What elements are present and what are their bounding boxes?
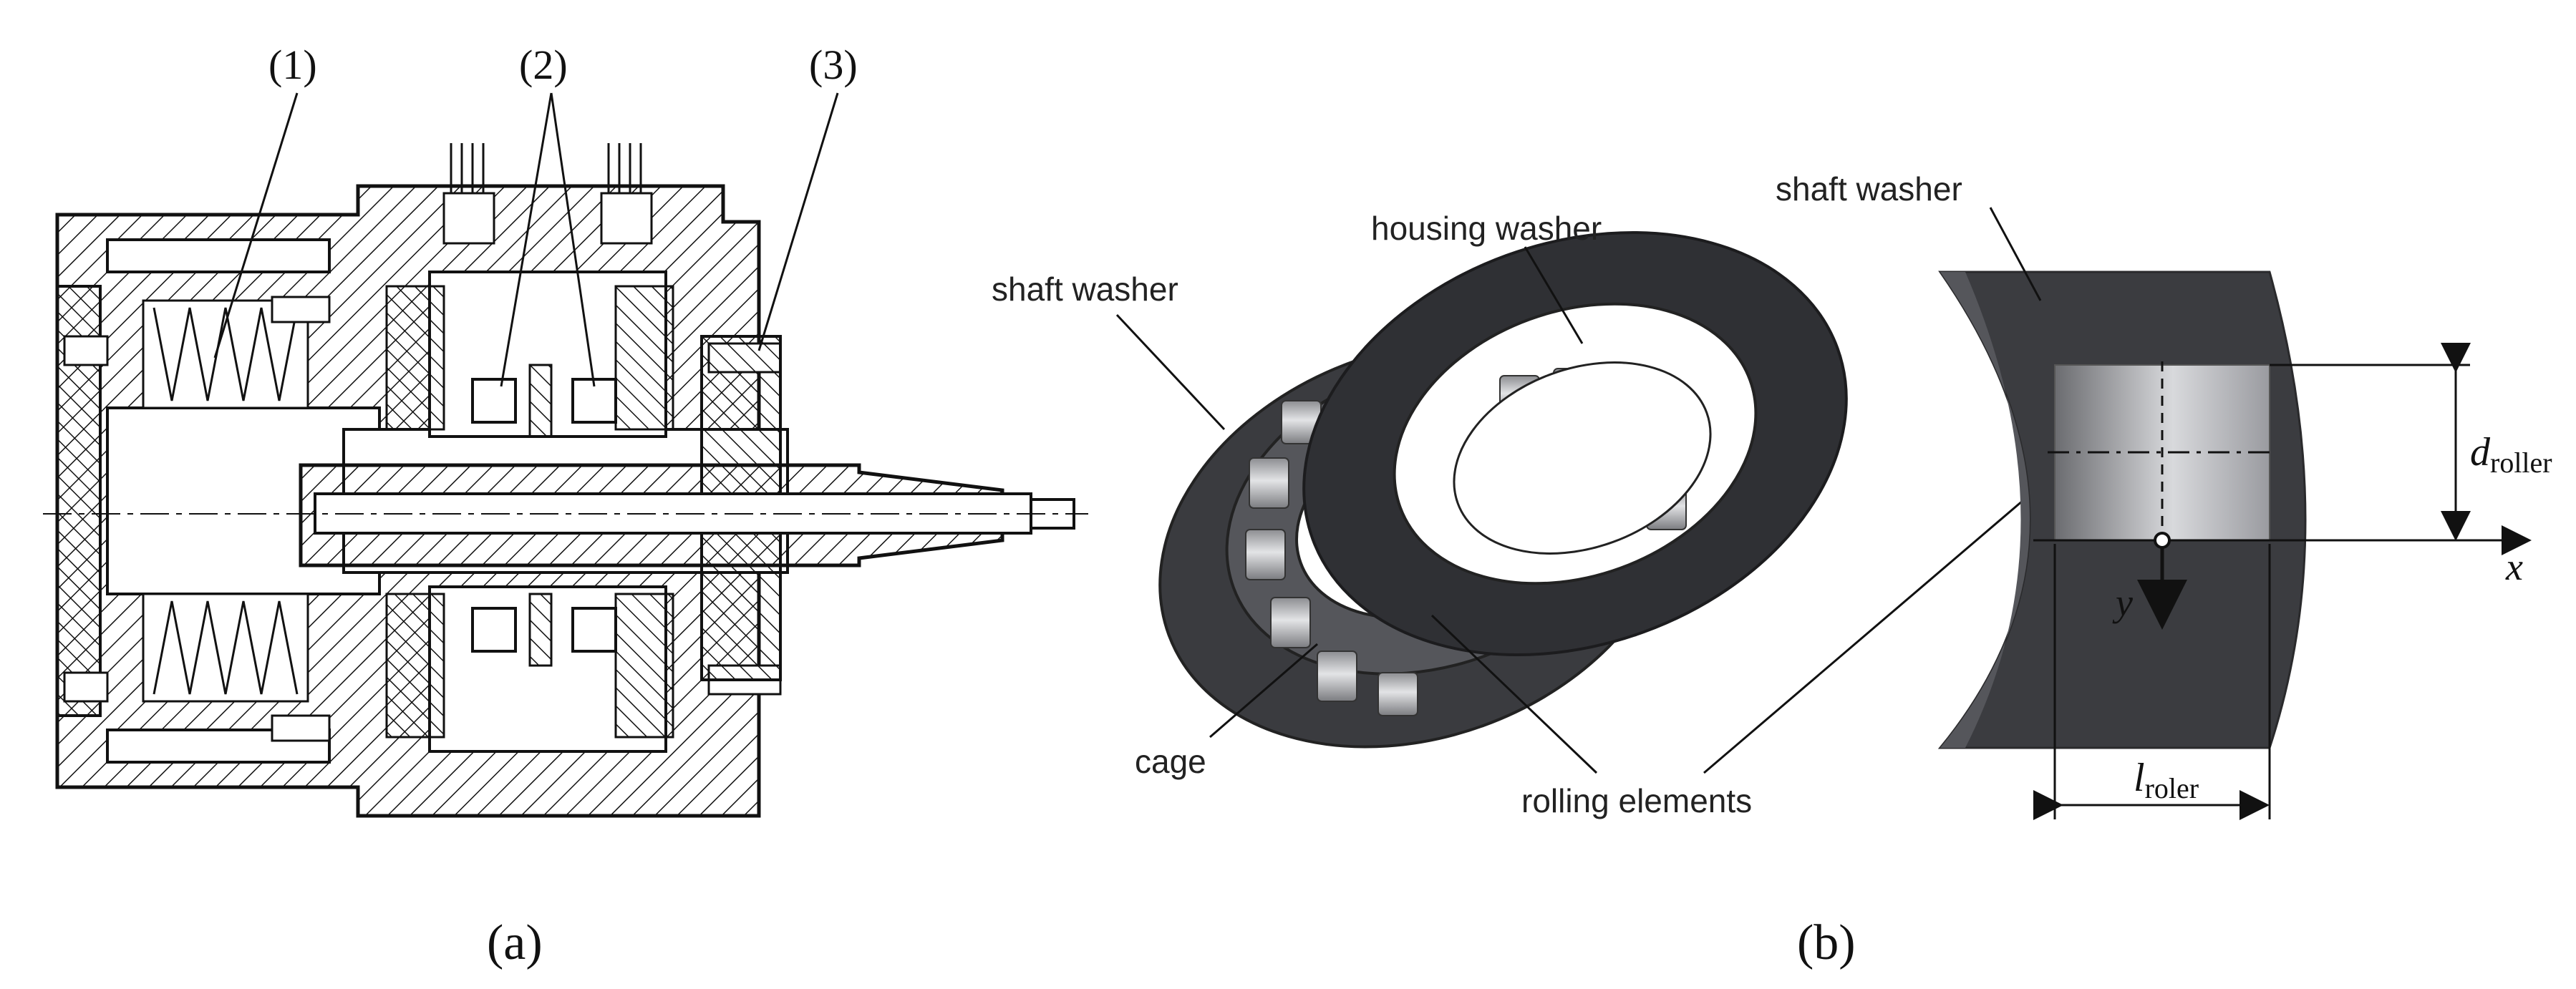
disc-springs-bottom xyxy=(142,593,309,703)
top-studs xyxy=(442,143,653,245)
callout-3: (3) xyxy=(809,42,858,88)
y-axis-label: y xyxy=(2112,581,2133,624)
callout-1: (1) xyxy=(268,42,317,88)
l-symbol: l xyxy=(2134,756,2145,800)
roller-detail xyxy=(1937,271,2532,820)
label-rolling-elements: rolling elements xyxy=(1521,782,1752,819)
origin-point xyxy=(2154,532,2171,549)
bearing-3d-view xyxy=(1115,231,2048,774)
label-housing-washer: housing washer xyxy=(1371,210,1602,247)
d-subscript: roller xyxy=(2490,447,2552,479)
l-roller-label: lroler xyxy=(2134,756,2199,804)
l-subscript: roler xyxy=(2145,772,2199,804)
panel-a-caption: (a) xyxy=(487,915,543,970)
panel-b-caption: (b) xyxy=(1797,915,1856,970)
disc-springs-top xyxy=(142,299,309,409)
label-cage: cage xyxy=(1135,743,1206,780)
detail-label-shaft-washer: shaft washer xyxy=(1776,170,1962,208)
panel-a-drawing xyxy=(43,92,1088,818)
callout-2: (2) xyxy=(519,42,568,88)
label-shaft-washer: shaft washer xyxy=(992,271,1178,308)
d-roller-label: droller xyxy=(2470,430,2552,479)
thrust-bearings xyxy=(471,364,617,667)
x-axis-label: x xyxy=(2505,545,2523,588)
d-symbol: d xyxy=(2470,430,2491,474)
cage-rollers xyxy=(1245,400,1418,716)
